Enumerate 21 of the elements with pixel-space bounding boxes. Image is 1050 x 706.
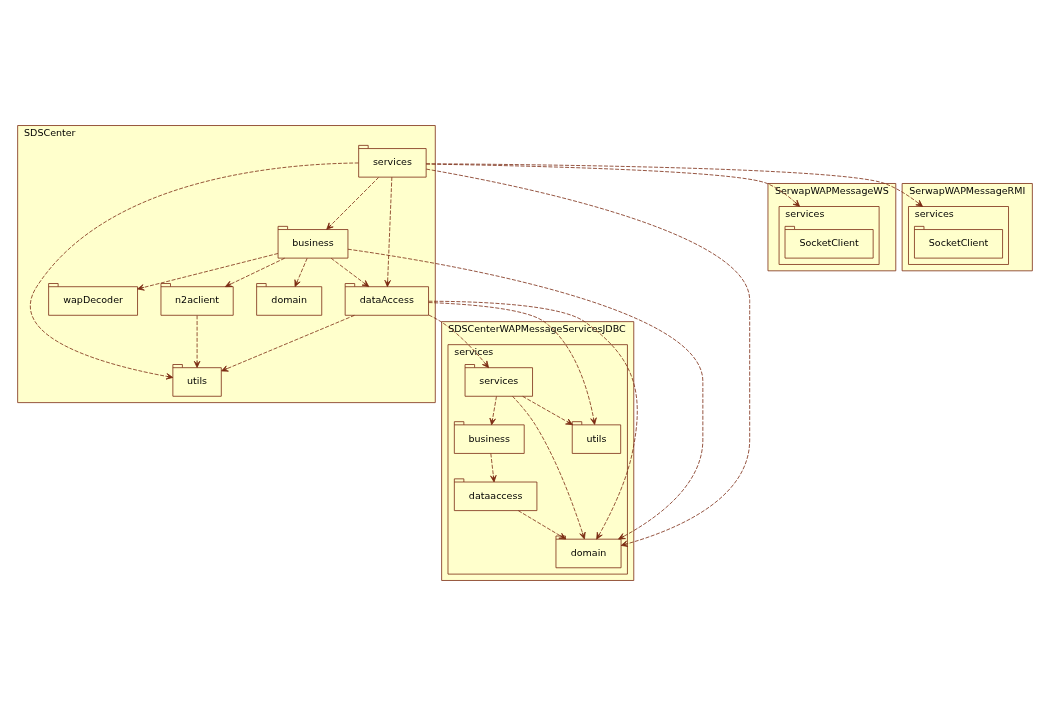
arrow bbox=[428, 300, 638, 540]
arrow bbox=[512, 395, 586, 540]
arrow bbox=[326, 177, 379, 230]
arrow bbox=[137, 253, 279, 291]
arrow bbox=[428, 302, 597, 425]
arrow bbox=[425, 163, 923, 207]
arrow bbox=[30, 162, 359, 380]
arrow bbox=[347, 248, 704, 540]
arrow bbox=[522, 395, 573, 426]
arrow bbox=[384, 176, 393, 288]
arrow bbox=[193, 315, 201, 368]
arrow bbox=[428, 314, 490, 369]
arrow bbox=[224, 257, 286, 288]
arrow bbox=[294, 257, 308, 287]
arrow bbox=[490, 453, 497, 483]
arrow bbox=[517, 510, 567, 540]
arrow bbox=[425, 163, 801, 207]
arrow bbox=[330, 257, 370, 287]
arrow bbox=[221, 314, 355, 372]
arrow bbox=[425, 168, 751, 547]
arrow bbox=[489, 396, 497, 426]
